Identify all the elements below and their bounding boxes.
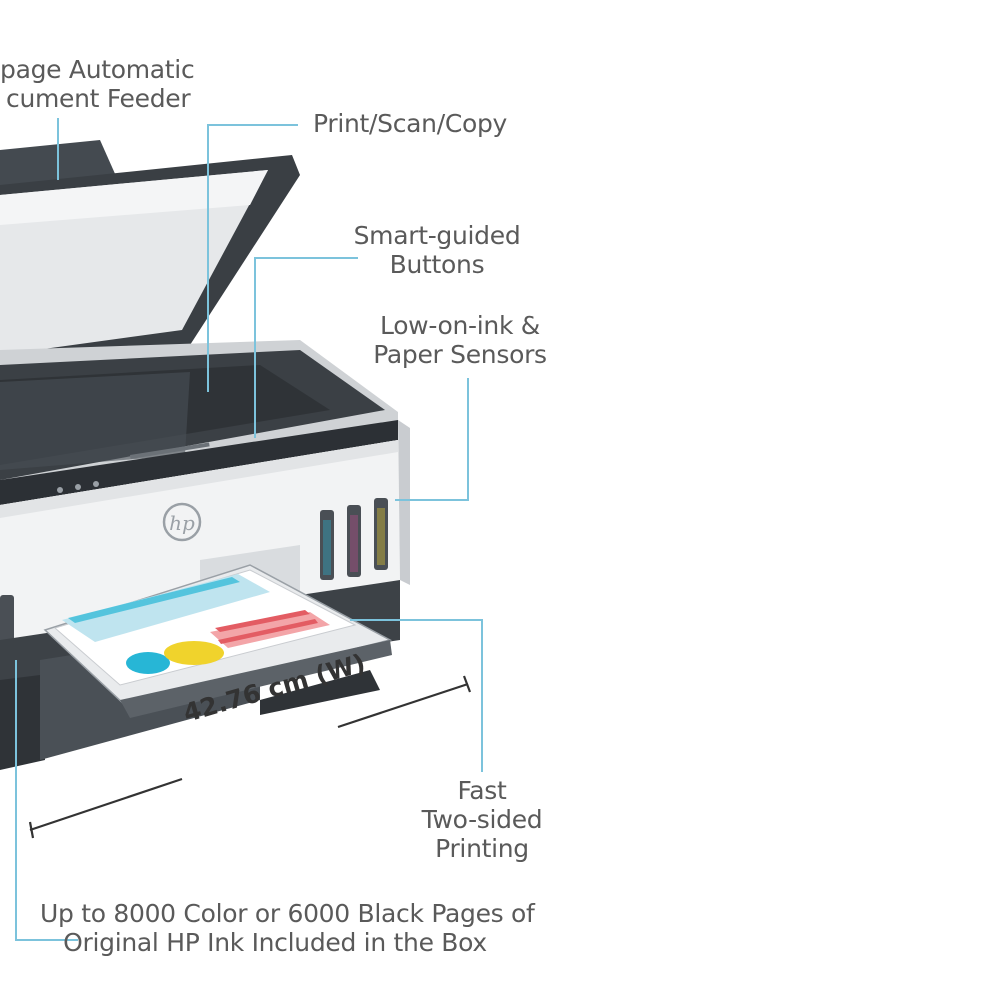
scanner-lid xyxy=(0,140,300,375)
smart-buttons-leader-line xyxy=(254,257,358,438)
two-sided-line3: Printing xyxy=(435,834,529,863)
ink-pages-leader-line xyxy=(15,660,78,941)
adf-callout-line2: cument Feeder xyxy=(6,84,191,113)
print-scan-copy-label: Print/Scan/Copy xyxy=(313,109,508,138)
leader-lines xyxy=(15,118,483,941)
print-scan-copy-callout: Print/Scan/Copy xyxy=(313,109,507,138)
control-panel xyxy=(0,420,398,505)
sensors-line2: Paper Sensors xyxy=(373,340,547,369)
sensors-line1: Low-on-ink & xyxy=(380,311,540,340)
adf-callout: page Automatic cument Feeder xyxy=(0,55,195,113)
sensors-leader-line xyxy=(395,378,469,501)
smart-buttons-callout: Smart-guided Buttons xyxy=(352,221,522,279)
svg-text:hp: hp xyxy=(169,511,195,535)
smart-buttons-line2: Buttons xyxy=(389,250,485,279)
smart-buttons-line1: Smart-guided xyxy=(353,221,521,250)
adf-callout-line1: page Automatic xyxy=(0,55,195,84)
ink-pages-line1: Up to 8000 Color or 6000 Black Pages of xyxy=(40,899,535,928)
print-scan-copy-leader-line xyxy=(207,124,298,392)
two-sided-line2: Two-sided xyxy=(421,805,543,834)
output-tray xyxy=(43,564,393,718)
scanner-bed xyxy=(0,340,398,500)
two-sided-line1: Fast xyxy=(457,776,507,805)
ink-tank-windows xyxy=(0,498,388,667)
hp-logo: hp xyxy=(162,502,202,542)
width-dimension-line xyxy=(28,675,472,839)
ink-pages-callout: Up to 8000 Color or 6000 Black Pages of … xyxy=(40,899,535,957)
ink-pages-line2: Original HP Ink Included in the Box xyxy=(63,928,487,957)
sensors-callout: Low-on-ink & Paper Sensors xyxy=(370,311,550,369)
two-sided-callout: Fast Two-sided Printing xyxy=(412,776,552,863)
two-sided-leader-line xyxy=(350,619,483,772)
